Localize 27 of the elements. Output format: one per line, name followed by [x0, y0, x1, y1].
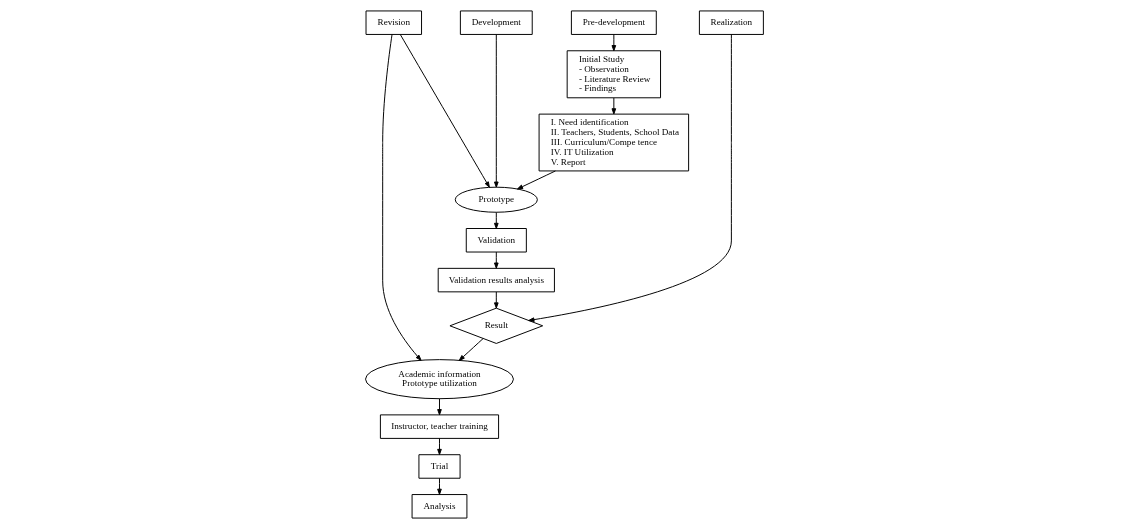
node-box: Analysis	[411, 494, 468, 519]
node-box: Validation	[465, 228, 527, 253]
node-diamond: Result	[449, 307, 544, 344]
node-box: Pre-development	[570, 10, 657, 35]
node-box: Initial Study - Observation - Literature Review - Findings	[566, 50, 662, 99]
arrow	[611, 34, 617, 52]
arrow	[494, 291, 499, 309]
arrow	[528, 33, 732, 322]
node-box: Development	[459, 10, 533, 35]
arrow	[516, 170, 556, 190]
arrow	[458, 338, 484, 361]
arrow	[437, 477, 442, 495]
arrow	[611, 97, 617, 115]
node-box: Instructor, teacher training	[379, 414, 500, 439]
arrow	[437, 437, 442, 456]
node-box: Trial	[418, 454, 461, 479]
arrow	[494, 251, 499, 269]
arrow	[494, 34, 499, 188]
node-box: I. Need identification II. Teachers, Students, School Data III. Curriculum/Compe tence IV. IT Utilization V. Report	[538, 113, 690, 172]
arrow	[382, 34, 422, 361]
arrow	[494, 211, 499, 229]
node-ellipse: Academic information Prototype utilization	[365, 359, 514, 400]
node-box: Realization	[698, 10, 764, 35]
node-box: Validation results analysis	[437, 267, 555, 293]
arrow	[399, 34, 490, 188]
arrow	[437, 398, 442, 416]
node-box: Revision	[365, 10, 423, 35]
